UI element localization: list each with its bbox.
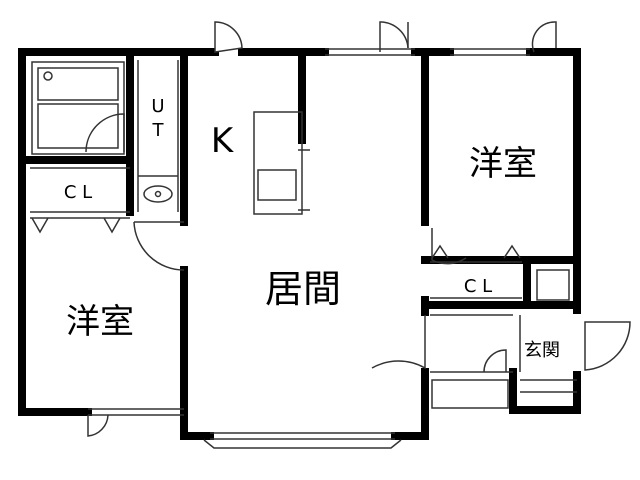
thin-lines [30, 48, 577, 449]
door-arc [531, 21, 557, 53]
door-arc [431, 228, 467, 265]
room-label-western-room-right: 洋室 [469, 144, 537, 184]
room-label-closet-right: C L [464, 276, 492, 297]
room-label-western-room-left: 洋室 [66, 302, 134, 342]
door-arc [85, 113, 125, 153]
room-label-entrance: 玄関 [524, 340, 560, 361]
door-arc [87, 414, 109, 437]
room-label-closet-left: C L [64, 182, 92, 203]
door-arc [483, 349, 507, 373]
room-label-utility-t: T [152, 120, 165, 141]
door-arc [379, 21, 409, 52]
room-label-kitchen: K [211, 121, 235, 161]
room-label-utility-u: U [151, 96, 164, 117]
room-label-living: 居間 [265, 267, 341, 311]
walls [18, 48, 581, 440]
door-arc [214, 21, 243, 53]
doors [85, 21, 631, 437]
door-arc [371, 315, 426, 370]
door-arc [584, 321, 631, 371]
door-arc [133, 221, 185, 271]
